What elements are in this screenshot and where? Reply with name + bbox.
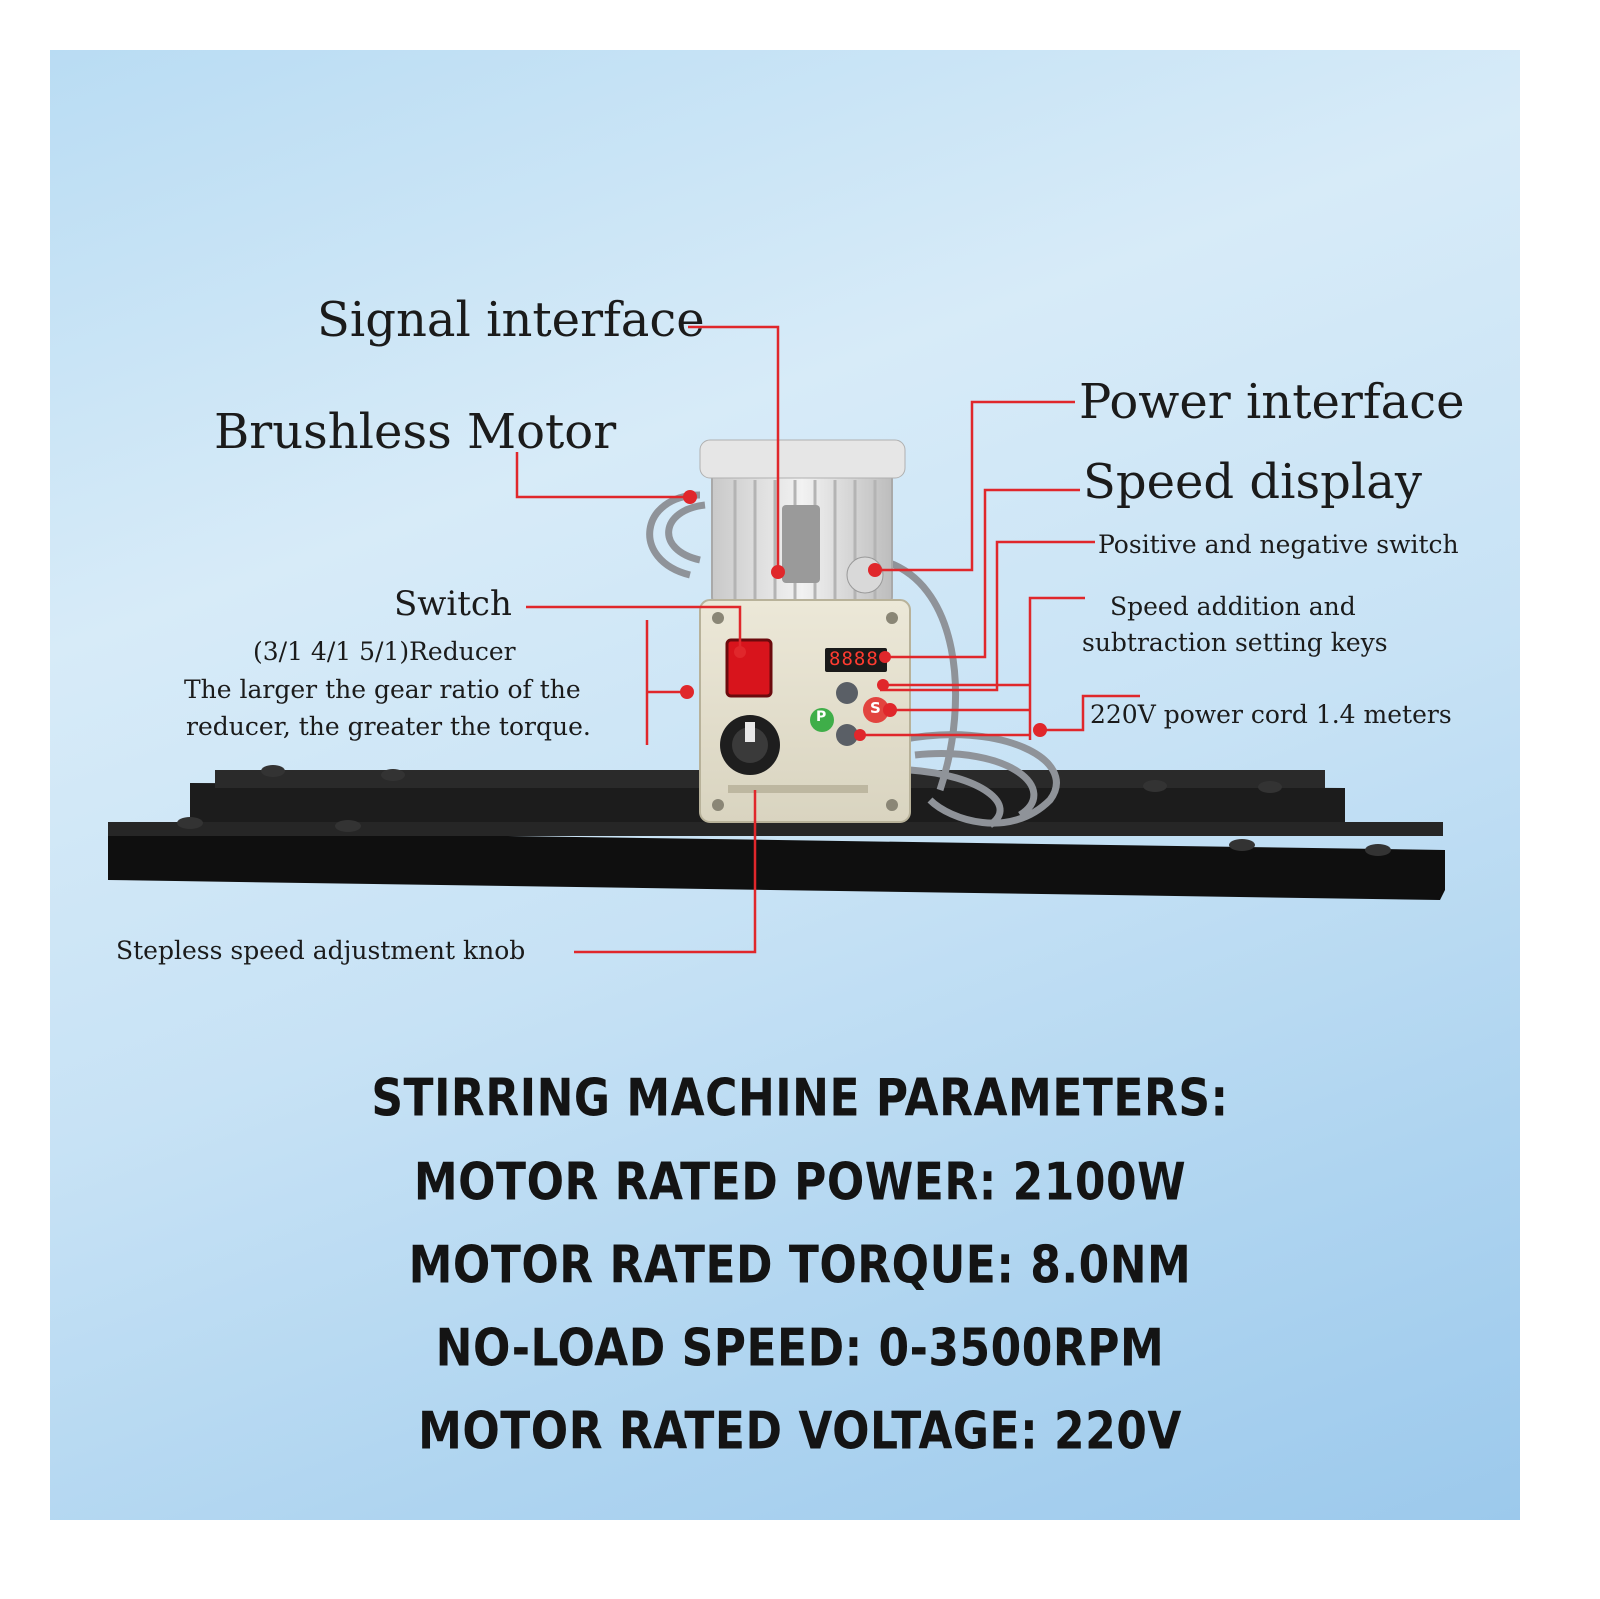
label-positive-negative-switch: Positive and negative switch	[1098, 530, 1459, 559]
key-minus	[836, 724, 858, 746]
spec-rated-torque: MOTOR RATED TORQUE: 8.0NM	[408, 1235, 1192, 1296]
label-speed-keys-line2: subtraction setting keys	[1082, 628, 1388, 657]
label-speed-display: Speed display	[1083, 454, 1422, 510]
specs-heading: STIRRING MACHINE PARAMETERS:	[371, 1068, 1229, 1129]
callout-lines	[515, 325, 1140, 954]
label-speed-keys-line1: Speed addition and	[1110, 592, 1356, 621]
label-reducer-line1: (3/1 4/1 5/1)Reducer	[253, 637, 516, 666]
callout-dots	[680, 490, 1047, 741]
spec-no-load-speed: NO-LOAD SPEED: 0-3500RPM	[435, 1318, 1165, 1379]
label-reducer-line3: reducer, the greater the torque.	[186, 712, 591, 741]
controller-box	[699, 599, 911, 823]
rocker-switch	[725, 638, 773, 698]
label-power-cord: 220V power cord 1.4 meters	[1090, 700, 1452, 729]
key-s-label: S	[870, 699, 881, 717]
label-brushless-motor: Brushless Motor	[214, 404, 617, 460]
label-reducer-line2: The larger the gear ratio of the	[184, 675, 581, 704]
brushless-motor	[699, 439, 906, 606]
display-reading: 8888	[829, 648, 879, 670]
key-plus	[836, 682, 858, 704]
label-switch: Switch	[394, 584, 512, 624]
key-s	[863, 697, 889, 723]
label-power-interface: Power interface	[1079, 374, 1465, 430]
key-p-label: P	[816, 709, 827, 725]
spec-rated-power: MOTOR RATED POWER: 2100W	[413, 1152, 1187, 1213]
key-p	[810, 708, 834, 732]
label-speed-knob: Stepless speed adjustment knob	[116, 936, 526, 965]
speed-display-panel	[825, 648, 887, 672]
label-signal-interface: Signal interface	[317, 292, 705, 348]
spec-rated-voltage: MOTOR RATED VOLTAGE: 220V	[418, 1401, 1182, 1462]
